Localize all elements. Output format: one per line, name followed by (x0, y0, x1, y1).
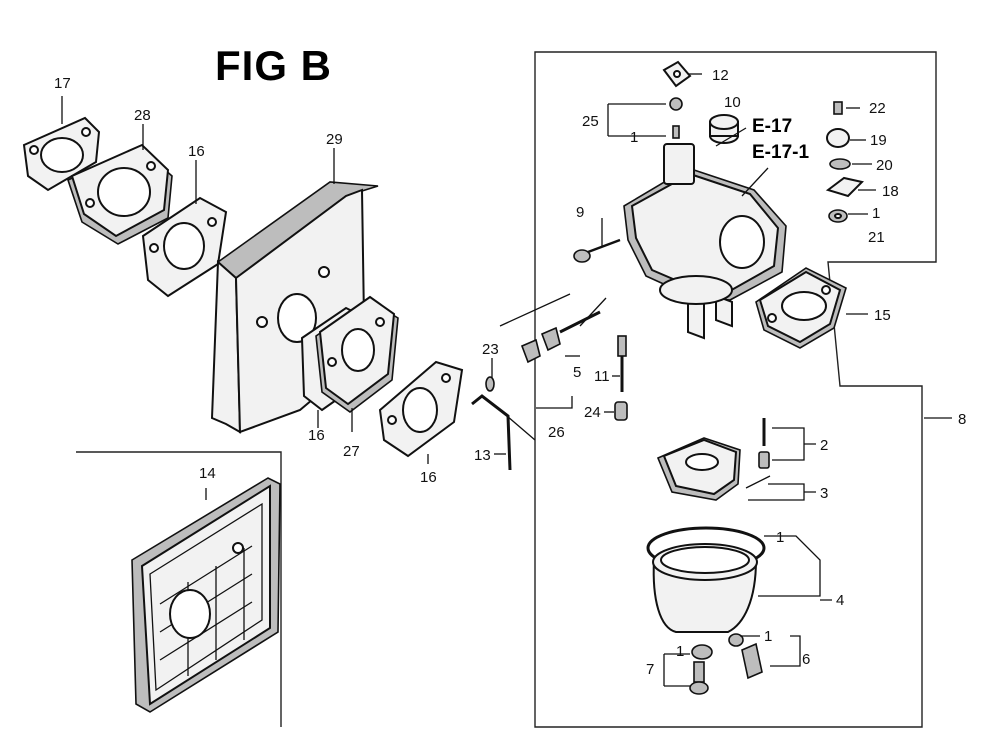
callout-3: 3 (820, 485, 828, 502)
callout-4: 4 (836, 592, 844, 609)
collar-10 (709, 114, 739, 144)
callout-5: 5 (573, 364, 581, 381)
insulator-28 (67, 143, 173, 245)
insulator-27 (315, 295, 399, 413)
reference-label-e17: E-17 (752, 116, 793, 137)
callout-1: 1 (630, 129, 638, 146)
callout-1: 1 (872, 205, 880, 222)
callout-10: 10 (724, 94, 741, 111)
screw-25 (669, 97, 683, 139)
gasket-17 (22, 116, 101, 192)
callout-1: 1 (764, 628, 772, 645)
float-assembly (656, 437, 771, 501)
gasket-15 (755, 267, 847, 349)
leader-lines (61, 73, 952, 687)
callout-2: 2 (820, 437, 828, 454)
callout-15: 15 (874, 307, 891, 324)
pilot-screw-11 (617, 335, 627, 392)
callout-13: 13 (474, 447, 491, 464)
callout-7: 7 (646, 661, 654, 678)
callout-25: 25 (582, 113, 599, 130)
callout-18: 18 (882, 183, 899, 200)
drain-bolt-6 (728, 633, 763, 680)
pin-23 (485, 376, 495, 392)
callout-14: 14 (199, 465, 216, 482)
float-valve-2 (758, 418, 770, 469)
float-chamber-4 (652, 543, 758, 660)
screw-12 (662, 60, 692, 88)
callout-16: 16 (308, 427, 325, 444)
gasket-16-bottom (378, 360, 464, 458)
air-filter-14 (131, 477, 281, 713)
callout-23: 23 (482, 341, 499, 358)
callout-22: 22 (869, 100, 886, 117)
callout-1: 1 (776, 529, 784, 546)
gasket-16-top (141, 196, 228, 298)
callout-16: 16 (188, 143, 205, 160)
callout-24: 24 (584, 404, 601, 421)
callout-20: 20 (876, 157, 893, 174)
figure-title: FIG B (215, 42, 332, 89)
callout-27: 27 (343, 443, 360, 460)
intake-group-outline (76, 451, 282, 727)
spring-24 (614, 401, 628, 421)
callout-9: 9 (576, 204, 584, 221)
choke-rod-13 (471, 394, 512, 471)
callout-28: 28 (134, 107, 151, 124)
reference-label-e17-1: E-17-1 (752, 142, 810, 163)
callout-8: 8 (958, 411, 966, 428)
callout-1: 1 (676, 643, 684, 660)
throttle-stop-screw-26 (520, 297, 607, 364)
throttle-stop-9 (573, 238, 621, 263)
callout-19: 19 (870, 132, 887, 149)
bolt-7 (689, 661, 709, 695)
callout-6: 6 (802, 651, 810, 668)
callout-29: 29 (326, 131, 343, 148)
callout-12: 12 (712, 67, 729, 84)
callout-26: 26 (548, 424, 565, 441)
callout-17: 17 (54, 75, 71, 92)
callout-21: 21 (868, 229, 885, 246)
small-parts-18-22 (825, 101, 864, 223)
callout-11: 11 (594, 368, 610, 385)
carburetor-body (623, 143, 787, 340)
callout-16: 16 (420, 469, 437, 486)
